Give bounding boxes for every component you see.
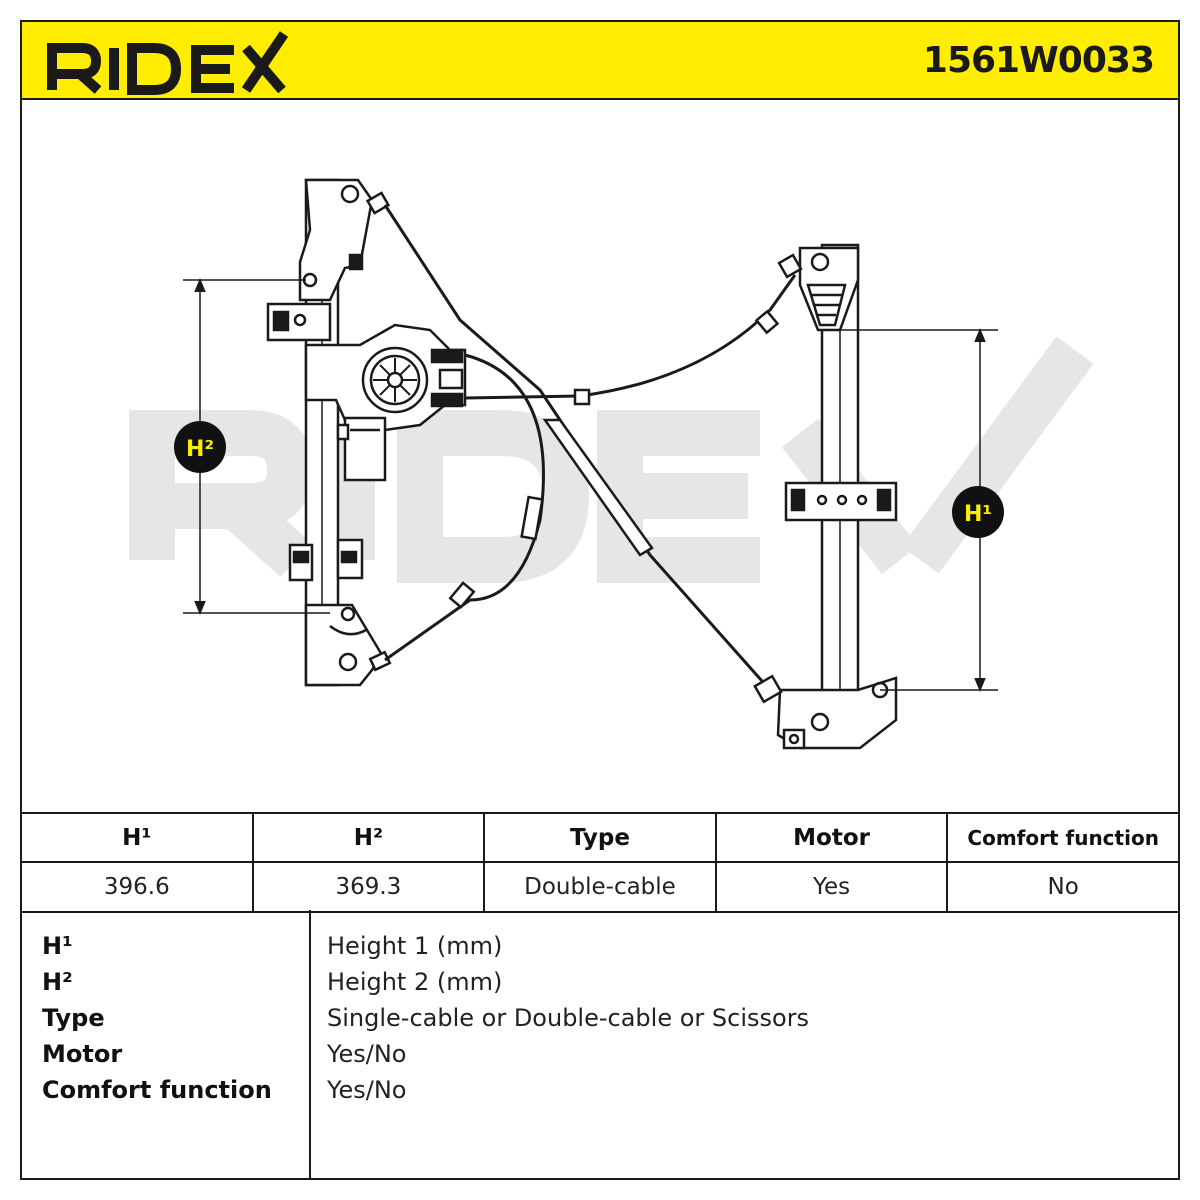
value-motor: Yes — [714, 861, 949, 913]
legend-key: H² — [42, 968, 73, 996]
legend-key: Motor — [42, 1040, 123, 1068]
ridex-watermark — [129, 336, 1094, 583]
value-h2: 369.3 — [251, 861, 486, 913]
ridex-logo — [47, 31, 289, 95]
header-bar: 1561W0033 — [20, 20, 1180, 100]
header-type: Type — [483, 812, 717, 863]
legend-value: Yes/No — [327, 1040, 407, 1068]
legend-key: H¹ — [42, 932, 73, 960]
h1-badge-label: H¹ — [964, 502, 992, 527]
legend-divider — [309, 910, 311, 1178]
part-number: 1561W0033 — [922, 40, 1155, 81]
header-h1: H¹ — [20, 812, 254, 863]
spec-header-row: H¹ H² Type Motor Comfort function — [20, 812, 1180, 863]
h1-dimension — [830, 328, 998, 692]
legend-value: Height 2 (mm) — [327, 968, 503, 996]
legend-key: Comfort function — [42, 1076, 272, 1104]
legend-value: Height 1 (mm) — [327, 932, 503, 960]
spec-value-row: 396.6 369.3 Double-cable Yes No — [20, 861, 1180, 913]
legend: H¹ H² Type Motor Comfort function Height… — [20, 910, 1180, 1180]
legend-key: Type — [42, 1004, 105, 1032]
h1-badge: H¹ — [952, 486, 1004, 538]
value-comfort-function: No — [946, 861, 1180, 913]
spec-table: H¹ H² Type Motor Comfort function 396.6 … — [20, 812, 1180, 913]
header-motor: Motor — [714, 812, 949, 863]
header-h2: H² — [251, 812, 486, 863]
legend-value: Single-cable or Double-cable or Scissors — [327, 1004, 810, 1032]
value-h1: 396.6 — [20, 861, 254, 913]
legend-value: Yes/No — [327, 1076, 407, 1104]
h2-badge: H² — [174, 421, 226, 473]
window-regulator-diagram: H² H¹ — [129, 178, 1094, 750]
legend-values: Height 1 (mm) Height 2 (mm) Single-cable… — [327, 928, 809, 1108]
value-type: Double-cable — [483, 861, 717, 913]
regulator-drawing — [266, 178, 898, 750]
legend-keys: H¹ H² Type Motor Comfort function — [42, 928, 272, 1108]
h2-badge-label: H² — [186, 437, 214, 462]
header-comfort-function: Comfort function — [946, 812, 1180, 863]
